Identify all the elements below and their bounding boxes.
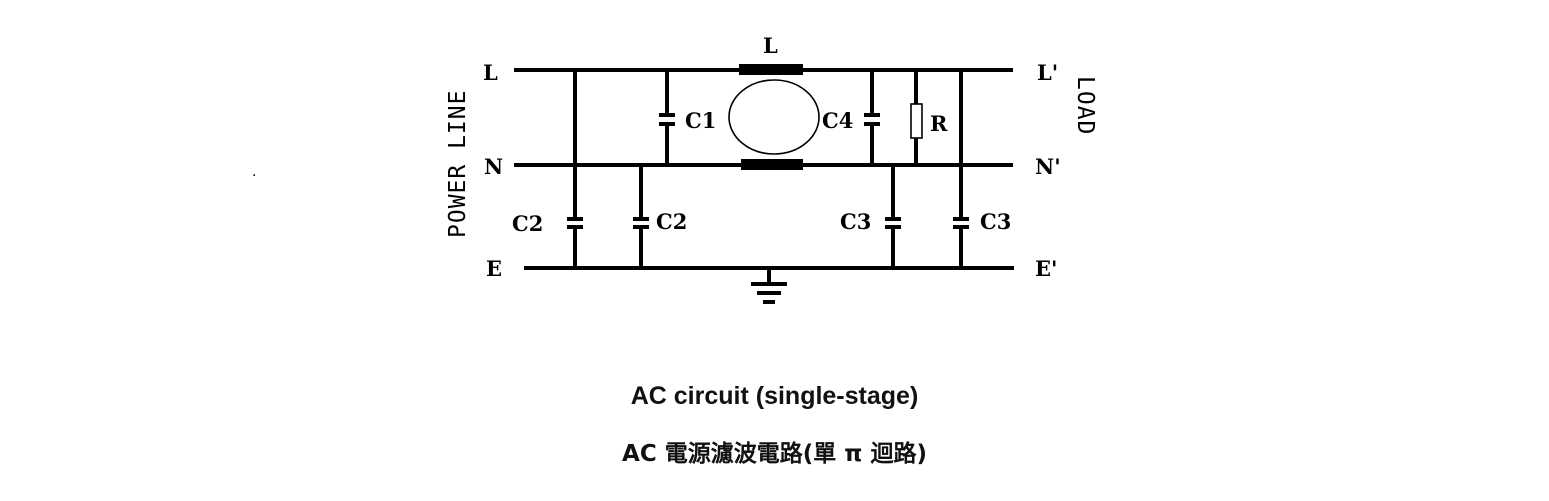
capacitor-c3-second-label: C3 (980, 209, 1011, 234)
terminal-e: E (486, 256, 502, 281)
capacitor-c3-second: C3 (953, 165, 1011, 268)
choke-winding-line (739, 64, 803, 75)
terminal-l: L (483, 60, 498, 85)
caption-chinese: AC 電源濾波電路(單 π 迴路) (622, 441, 927, 467)
common-mode-choke: L (728, 33, 820, 170)
capacitor-c2-second: C2 (633, 165, 687, 268)
choke-label: L (763, 33, 778, 58)
choke-core (728, 79, 820, 155)
resistor-label: R (930, 111, 948, 136)
capacitor-c1-label: C1 (685, 108, 716, 133)
load-label: LOAD (1072, 76, 1098, 135)
terminal-l-prime: L' (1037, 60, 1058, 85)
capacitor-c4-label: C4 (822, 108, 853, 133)
capacitor-c2-second-label: C2 (656, 209, 687, 234)
terminal-n-prime: N' (1035, 154, 1061, 179)
capacitor-c1: C1 (659, 70, 716, 165)
resistor-body (910, 103, 923, 139)
resistor-r: R (910, 70, 948, 165)
power-line-label: POWER LINE (445, 90, 471, 238)
terminal-n: N (484, 154, 503, 179)
ground-icon (751, 268, 787, 304)
filter-circuit-diagram: . POWER LINE LOAD L N E L' N' E' L C1 (252, 33, 1098, 304)
caption-english: AC circuit (single-stage) (630, 382, 919, 410)
capacitor-c2-first: C2 (512, 165, 583, 268)
capacitor-c3-first-label: C3 (840, 209, 871, 234)
choke-winding-neutral (741, 159, 803, 170)
capacitor-c4: C4 (822, 70, 880, 165)
stray-dot: . (252, 164, 256, 180)
terminal-e-prime: E' (1035, 256, 1057, 281)
capacitor-c2-first-label: C2 (512, 211, 543, 236)
capacitor-c3-first: C3 (840, 165, 901, 268)
